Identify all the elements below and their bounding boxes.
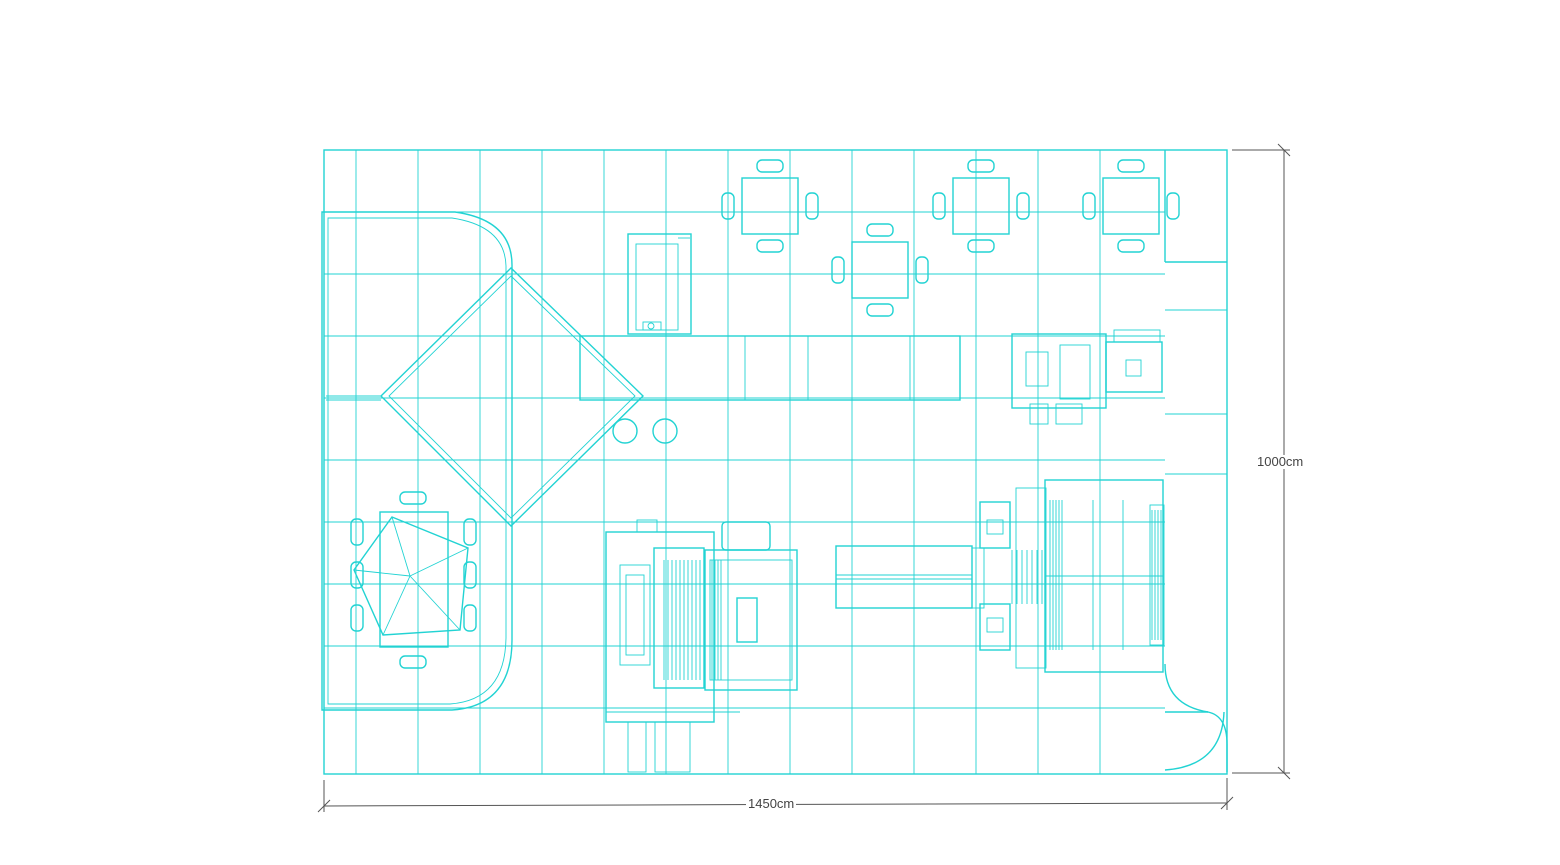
bar-stool [652, 418, 678, 444]
cabinet-symbol-dot [647, 322, 655, 330]
diamond-counter-inner [388, 275, 636, 519]
machine-right [979, 479, 1165, 673]
storage-cabinet [627, 233, 692, 335]
machine-left [605, 519, 798, 773]
chair [721, 192, 735, 220]
dining-table [353, 511, 469, 648]
control-panel [979, 501, 1011, 549]
chair [399, 655, 427, 669]
chair [350, 561, 364, 589]
chair [831, 256, 845, 284]
chair [967, 239, 995, 253]
chair [350, 518, 364, 546]
diamond-counter [380, 267, 645, 527]
motor-unit [721, 521, 771, 551]
dining-chair-group [350, 491, 477, 669]
cafe-table [1102, 177, 1160, 235]
booth-outline [323, 149, 1228, 775]
width-dimension-label: 1450cm [746, 796, 797, 811]
height-dimension-label: 1000cm [1255, 454, 1306, 469]
umbrella [353, 516, 469, 636]
floor-tile-grid [324, 150, 1165, 774]
cafe-table-group [721, 159, 1180, 317]
aisle-curve [1164, 663, 1209, 713]
chair [463, 561, 477, 589]
conveyor [835, 545, 985, 609]
chair [756, 239, 784, 253]
roller-bank [1011, 500, 1162, 650]
control-panel [979, 603, 1011, 651]
cafe-table [851, 241, 909, 299]
aisle-curve [1164, 711, 1225, 771]
cafe-table [741, 177, 799, 235]
chair [463, 518, 477, 546]
storage-cabinet-inner [635, 243, 679, 331]
machine-small [1011, 329, 1163, 425]
chair [1082, 192, 1096, 220]
chair [1016, 192, 1030, 220]
lounge-platform [321, 211, 513, 711]
chair [932, 192, 946, 220]
chair [1117, 159, 1145, 173]
chair [805, 192, 819, 220]
chair [1117, 239, 1145, 253]
cabinet-symbol [642, 321, 662, 331]
long-counter [579, 335, 961, 401]
chair [399, 491, 427, 505]
chair [866, 223, 894, 237]
chair [915, 256, 929, 284]
bar-stool [612, 418, 638, 444]
chair [463, 604, 477, 632]
chair [866, 303, 894, 317]
chair [1166, 192, 1180, 220]
aisle-curve [1165, 711, 1228, 772]
chair [350, 604, 364, 632]
cafe-table [952, 177, 1010, 235]
chair [967, 159, 995, 173]
chair [756, 159, 784, 173]
lounge-platform-inner [327, 217, 507, 705]
control-panel [736, 597, 758, 643]
roller-bank [663, 560, 722, 680]
